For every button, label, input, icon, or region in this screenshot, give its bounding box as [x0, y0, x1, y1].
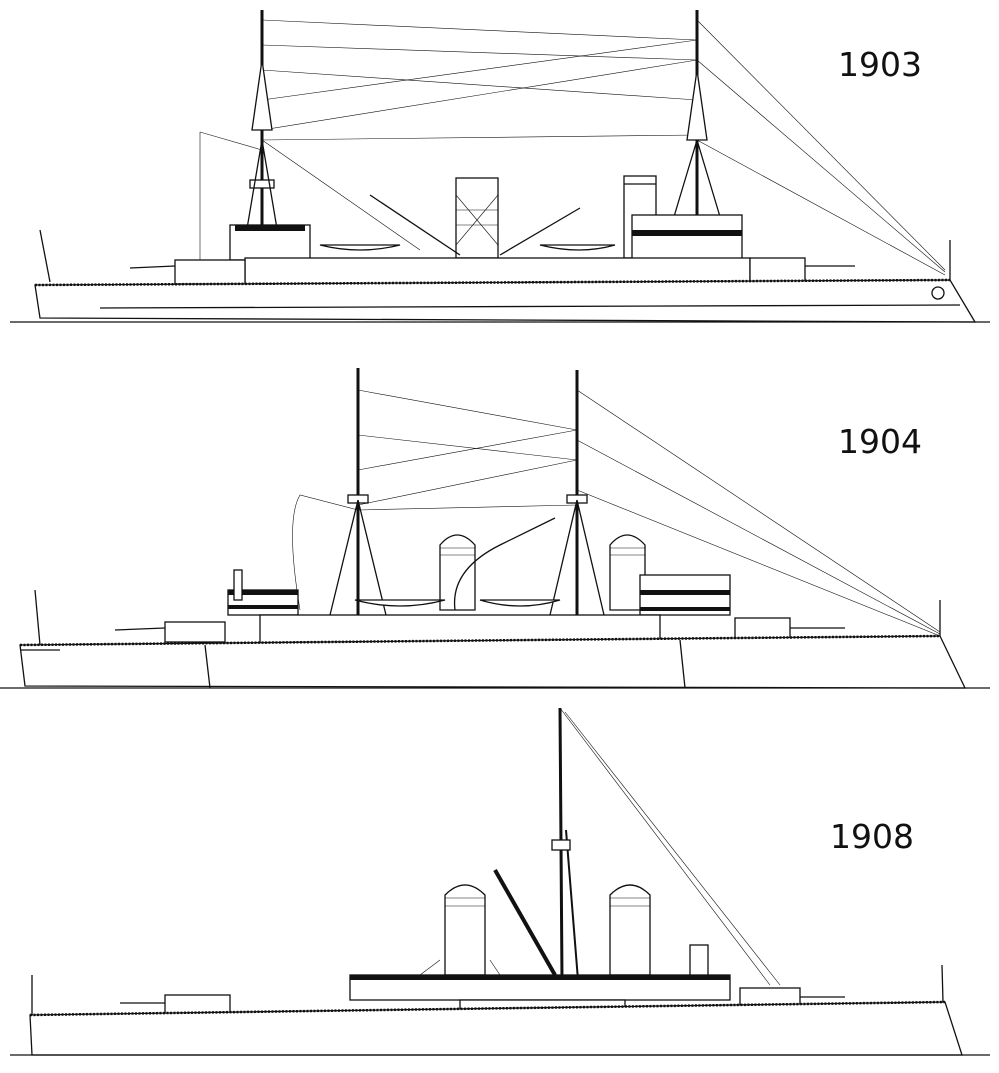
hull: [10, 229, 990, 323]
hull: [10, 964, 990, 1056]
year-label-1903: 1903: [838, 45, 922, 84]
funnels: [439, 534, 646, 611]
rigging: [292, 389, 941, 637]
ship-1904-drawing: [0, 368, 990, 689]
funnels: [444, 884, 651, 976]
masts: [329, 368, 605, 616]
masts: [493, 707, 579, 981]
superstructure: [129, 194, 855, 285]
year-label-1904: 1904: [838, 422, 922, 461]
rigging: [419, 707, 781, 986]
ship-1903-drawing: [10, 10, 990, 323]
ship-1908-drawing: [10, 707, 990, 1056]
superstructure: [114, 517, 845, 644]
hull: [0, 589, 990, 689]
year-label-1908: 1908: [830, 817, 914, 856]
rigging: [199, 19, 946, 276]
